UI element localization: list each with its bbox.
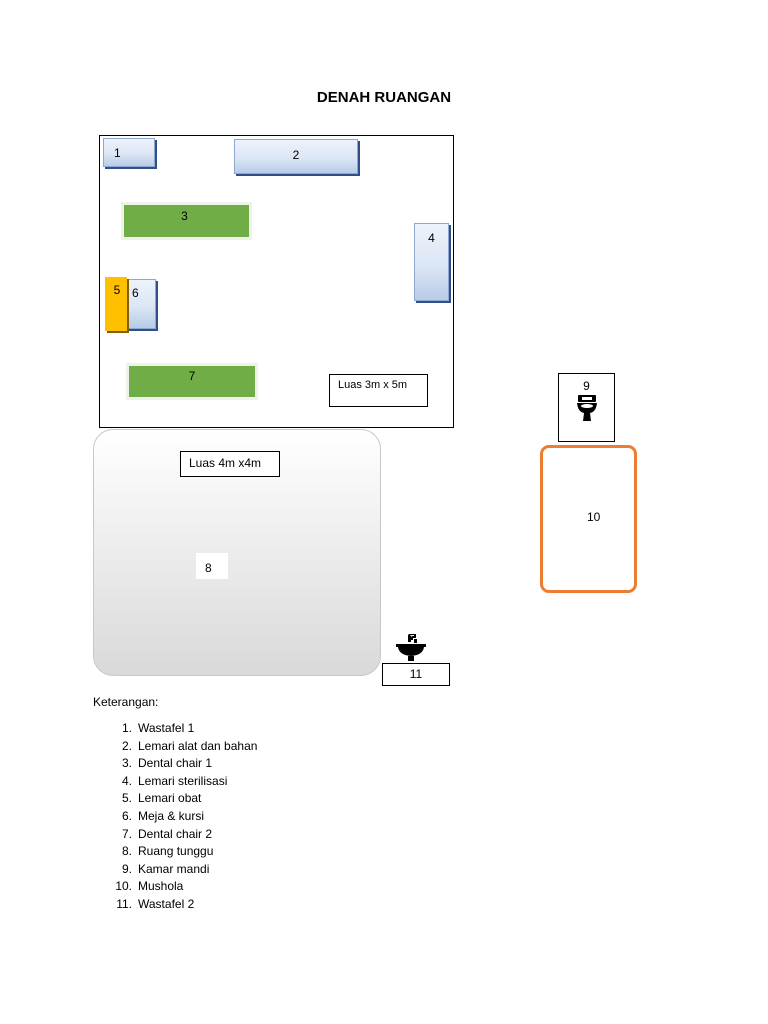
treatment-room-area-text: Luas 3m x 5m — [338, 379, 408, 391]
lemari-sterilisasi: 4 — [414, 223, 449, 301]
list-item: 9.Kamar mandi — [121, 861, 210, 876]
mushola: 10 — [540, 445, 637, 593]
sink-icon — [394, 633, 428, 662]
wastafel-2-label: 11 — [382, 663, 450, 686]
list-item: 7.Dental chair 2 — [121, 826, 213, 841]
legend-list: 1.Wastafel 1 2.Lemari alat dan bahan 3.D… — [108, 720, 257, 914]
list-item: 4.Lemari sterilisasi — [121, 773, 228, 788]
dental-chair-1: 3 — [124, 205, 249, 237]
lemari-obat-number: 5 — [113, 283, 121, 297]
waiting-room-number: 8 — [205, 561, 212, 575]
list-item: 11.Wastafel 2 — [116, 896, 195, 911]
dental-chair-1-number: 3 — [181, 209, 188, 223]
wastafel-2-number: 11 — [409, 667, 423, 681]
list-item: 3.Dental chair 1 — [121, 756, 213, 771]
lemari-obat: 5 — [105, 277, 127, 331]
list-item: 8.Ruang tunggu — [121, 844, 214, 859]
lemari-sterilisasi-number: 4 — [428, 231, 435, 245]
list-item: 1.Wastafel 1 — [121, 721, 195, 735]
list-item: 6.Meja & kursi — [121, 808, 205, 823]
page-title: DENAH RUANGAN — [316, 89, 452, 106]
treatment-room-area-label: Luas 3m x 5m — [329, 374, 428, 407]
toilet-icon — [559, 395, 614, 428]
wastafel-1: 1 — [103, 138, 155, 167]
dental-chair-2: 7 — [129, 366, 255, 397]
bathroom-number: 9 — [583, 379, 590, 393]
list-item: 5.Lemari obat — [121, 791, 202, 806]
waiting-room-area-label: Luas 4m x4m — [180, 451, 280, 477]
mushola-number: 10 — [587, 510, 601, 524]
waiting-room-area-text: Luas 4m x4m — [189, 456, 262, 470]
lemari-alat-number: 2 — [292, 148, 300, 162]
lemari-alat-bahan: 2 — [234, 139, 358, 174]
legend-heading: Keterangan: — [93, 695, 159, 709]
meja-kursi: 6 — [127, 279, 156, 329]
dental-chair-2-number: 7 — [188, 369, 196, 383]
meja-kursi-number: 6 — [132, 286, 139, 300]
list-item: 10.Mushola — [115, 879, 184, 894]
wastafel-1-number: 1 — [114, 146, 121, 160]
list-item: 2.Lemari alat dan bahan — [121, 738, 258, 753]
waiting-room-number-box: 8 — [196, 553, 228, 579]
bathroom: 9 — [558, 373, 615, 442]
